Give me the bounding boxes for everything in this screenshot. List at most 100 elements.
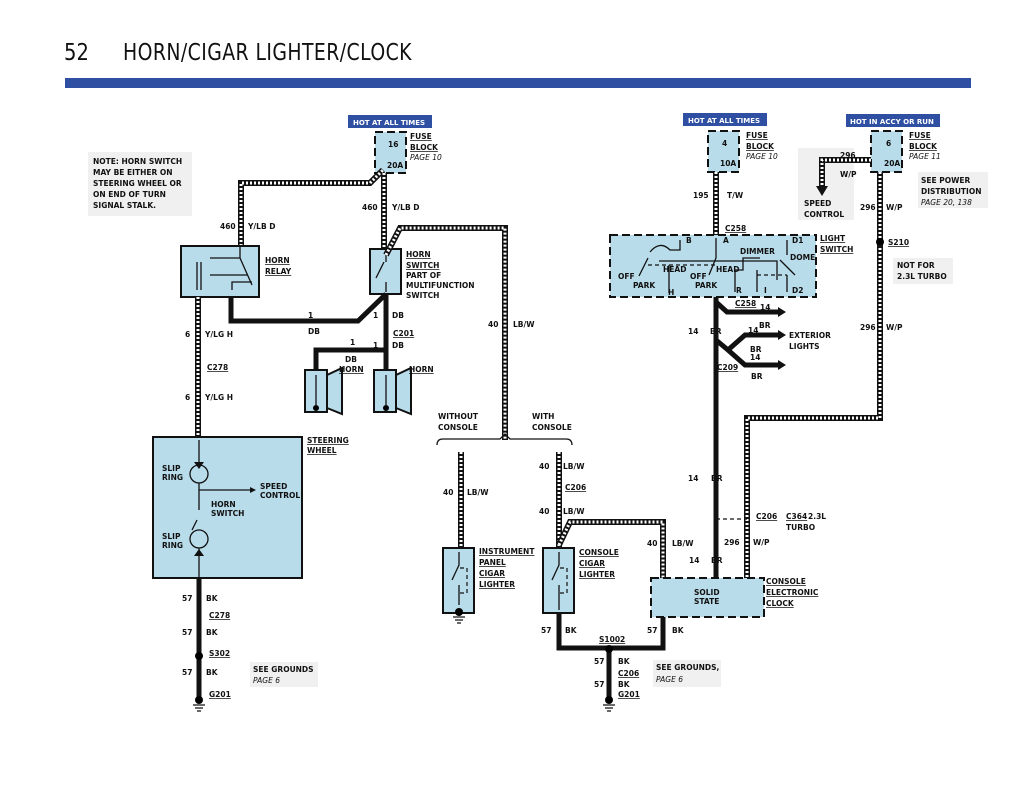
wire-number: 57: [182, 628, 192, 637]
steering-wheel: [152, 436, 303, 579]
wire-color: DB: [345, 355, 357, 364]
component-label: ELECTRONIC: [766, 588, 819, 597]
wire-number: 1: [373, 311, 378, 320]
component-label: HORN: [406, 250, 431, 259]
terminal-label: A: [723, 236, 729, 245]
terminal-label: HEAD: [663, 265, 686, 274]
hot-at-all-times-badge: [348, 115, 432, 128]
connector-label: C258: [725, 224, 746, 233]
connector-label: C258: [735, 299, 756, 308]
terminal-label: H: [668, 288, 674, 297]
component-label: SWITCH: [406, 291, 439, 300]
wire-number: 57: [647, 626, 657, 635]
wire-color: BK: [206, 628, 219, 637]
horn-right: [373, 366, 412, 416]
option-label: WITHOUT: [438, 412, 479, 421]
title-bar: [65, 78, 971, 88]
splice-s1002: [605, 645, 613, 653]
terminal-label: D1: [792, 236, 803, 245]
wire-number: 40: [647, 539, 657, 548]
wire-number: 40: [539, 462, 549, 471]
component-label: CIGAR: [479, 569, 505, 578]
wire-number: 460: [362, 203, 378, 212]
component-label: LIGHTER: [579, 570, 615, 579]
component-label: CONTROL: [260, 491, 300, 500]
wire-1-db: [228, 292, 388, 324]
horn-relay: [180, 245, 260, 298]
wire-color: Y/LG H: [204, 393, 233, 402]
fuse-page: PAGE 10: [410, 153, 442, 162]
connector-label: C206: [618, 669, 639, 678]
ground-g201-icon: [195, 696, 203, 704]
wire-color: BK: [206, 594, 219, 603]
wire-number: 6: [185, 393, 190, 402]
component-label: HORN: [211, 500, 236, 509]
hot-in-accy-badge: [846, 114, 940, 127]
component-label: SLIP: [162, 532, 181, 541]
component-label: STATE: [694, 597, 719, 606]
wire-number: 296: [860, 323, 876, 332]
fuse-label: FUSE: [410, 132, 432, 141]
fuse-label: BLOCK: [746, 142, 775, 151]
wire-color: BR: [711, 556, 723, 565]
fuse-label: FUSE: [909, 131, 931, 140]
wire-number: 296: [724, 538, 740, 547]
terminal-label: R: [736, 286, 742, 295]
wire-color: Y/LB D: [391, 203, 420, 212]
wire-460: [238, 167, 387, 249]
wire-number: 57: [594, 680, 604, 689]
wire-color: LB/W: [513, 320, 535, 329]
ground-icon: [453, 616, 465, 624]
terminal-label: D2: [792, 286, 803, 295]
wire-color: DB: [392, 341, 404, 350]
hot-label: HOT AT ALL TIMES: [688, 117, 760, 125]
connector-label: C206: [565, 483, 586, 492]
note-line: ON END OF TURN: [93, 190, 166, 199]
component-label: CLOCK: [766, 599, 795, 608]
component-label: SPEED: [260, 482, 287, 491]
wire-number: 57: [182, 668, 192, 677]
wire-number: 1: [350, 338, 355, 347]
fuse-4: [707, 130, 740, 173]
terminal-label: OFF: [690, 272, 707, 281]
fuse-amps: 20A: [884, 159, 900, 168]
fuse-number: 4: [722, 139, 727, 148]
component-label: CONSOLE: [766, 577, 806, 586]
component-label: SWITCH: [211, 509, 244, 518]
wire-number: 57: [594, 657, 604, 666]
terminal-label: DOME: [790, 253, 815, 262]
terminal-label: OFF: [618, 272, 635, 281]
arrow-icon: [778, 307, 786, 370]
wire-number: 296: [840, 151, 856, 160]
component-label: PANEL: [479, 558, 506, 567]
wire-color: BR: [711, 474, 723, 483]
wire-color: W/P: [840, 170, 857, 179]
reference-note: SEE GROUNDS,: [656, 663, 720, 672]
component-label: LIGHT: [820, 234, 846, 243]
option-label: WITH: [532, 412, 554, 421]
fuse-amps: 10A: [720, 159, 736, 168]
connector-label: G201: [618, 690, 640, 699]
wire-number: 6: [185, 330, 190, 339]
console-electronic-clock: [650, 577, 765, 618]
connector-label: C209: [717, 363, 738, 372]
component-label: HORN: [339, 365, 364, 374]
splice-s302: [195, 652, 203, 660]
wire-color: LB/W: [563, 507, 585, 516]
wire-color: BR: [759, 321, 771, 330]
component-label: RING: [162, 473, 183, 482]
reference-note: 2.3L TURBO: [897, 272, 947, 281]
connector-label: C201: [393, 329, 414, 338]
wire-number: 57: [182, 594, 192, 603]
component-label: CONTROL: [804, 210, 844, 219]
page-number: 52: [64, 40, 89, 66]
wire-1-db: [313, 347, 386, 370]
wire-number: 40: [539, 507, 549, 516]
wire-color: DB: [308, 327, 320, 336]
connector-label: S210: [888, 238, 909, 247]
wire-color: LB/W: [563, 462, 585, 471]
component-label: LIGHTS: [789, 342, 820, 351]
wire-color: BK: [618, 657, 631, 666]
connector-note: 2.3L: [808, 512, 826, 521]
